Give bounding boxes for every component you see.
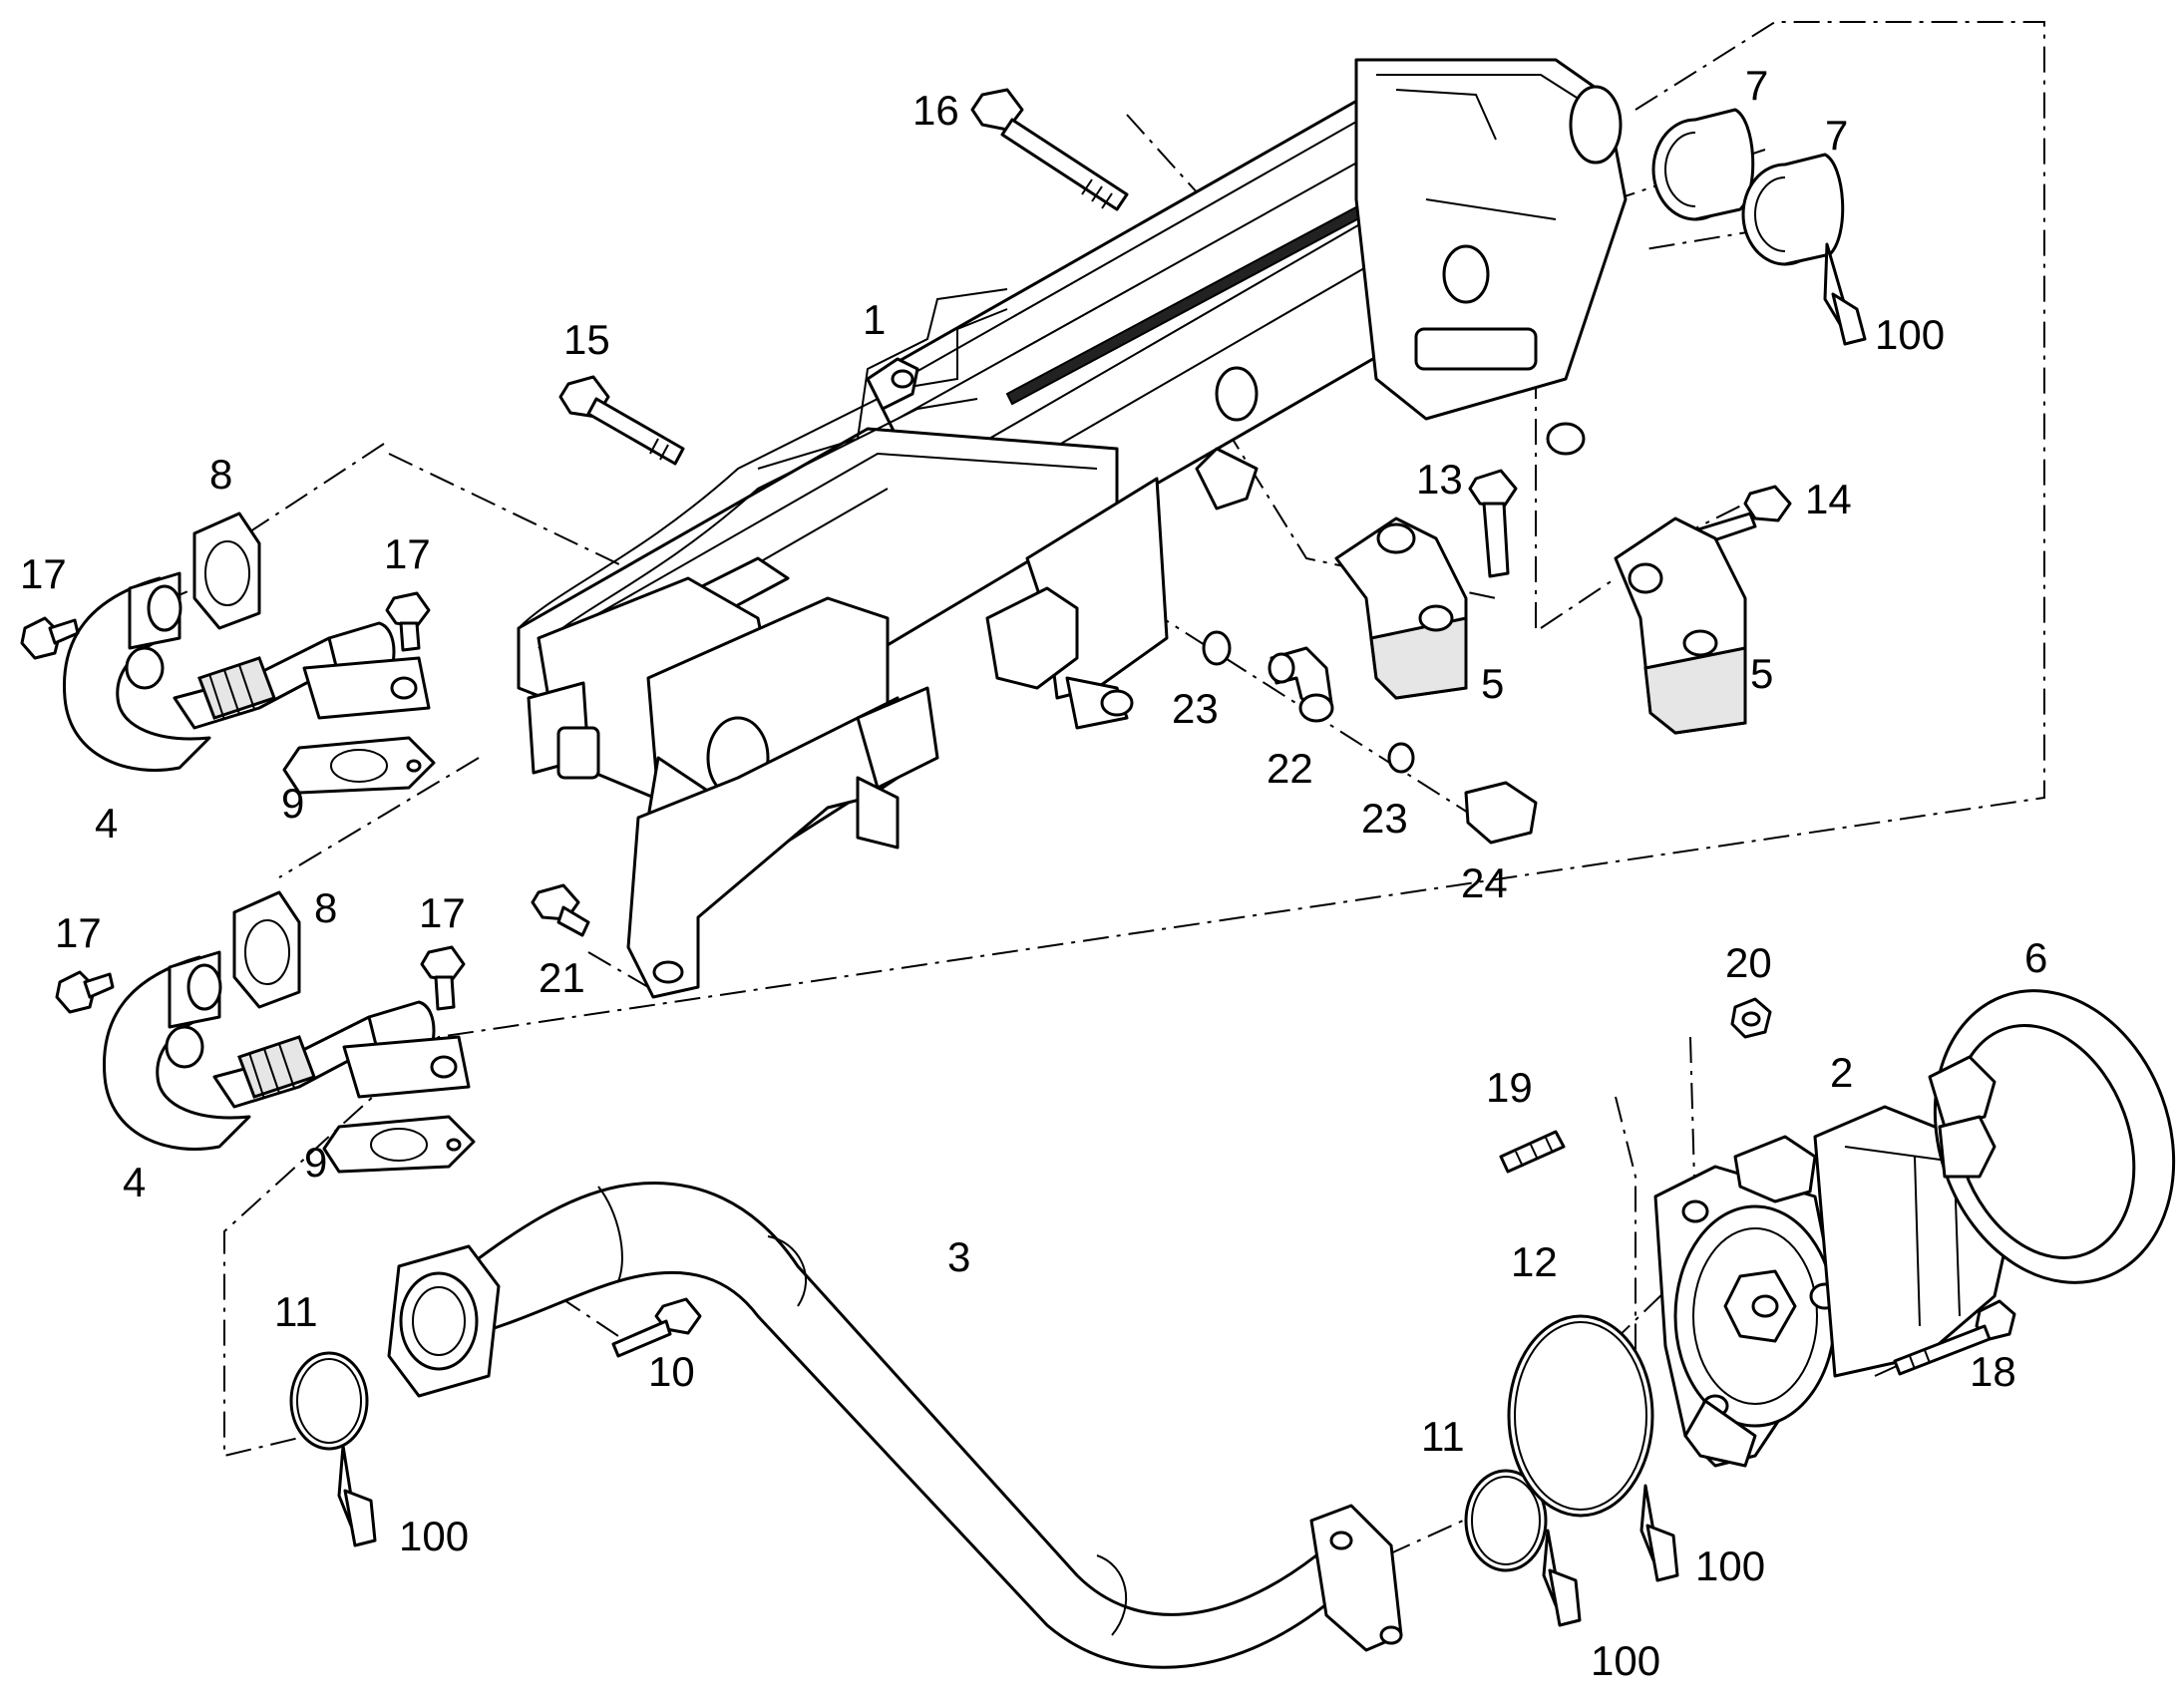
callout-17-top-left: 17 [20, 550, 67, 597]
callout-17-bottom-left: 17 [55, 909, 102, 956]
part-5-bracket-right [1614, 516, 1747, 735]
part-4-egr-pipe-bottom [102, 950, 471, 1151]
callout-100-right: 100 [1695, 1542, 1765, 1589]
part-13-bolt [1468, 469, 1518, 578]
callout-4-bottom: 4 [123, 1159, 146, 1205]
callout-20: 20 [1725, 939, 1772, 986]
callout-7-first: 7 [1745, 62, 1768, 109]
callout-100-left: 100 [399, 1513, 469, 1559]
callout-23-bottom: 23 [1361, 795, 1408, 842]
part-4-egr-pipe-top [62, 571, 431, 772]
callout-12: 12 [1511, 1238, 1558, 1285]
callout-19: 19 [1486, 1064, 1533, 1111]
callout-100-top: 100 [1875, 311, 1945, 358]
part-17-bolt-bottom-left [55, 970, 115, 1014]
part-9-gasket-bottom [322, 1115, 476, 1174]
part-21-bolt [531, 883, 590, 937]
callout-6: 6 [2024, 934, 2047, 981]
part-11-ring-left [289, 1351, 369, 1451]
callout-17-bottom-right: 17 [419, 889, 466, 936]
part-18-bolt [1893, 1299, 2016, 1376]
callout-9-top: 9 [281, 780, 304, 827]
part-17-bolt-top-left [20, 616, 80, 660]
callout-13: 13 [1416, 456, 1463, 503]
callout-10: 10 [648, 1348, 695, 1395]
callout-17-top-right: 17 [384, 530, 431, 577]
part-16-long-bolt [970, 88, 1129, 211]
part-11-ring-right [1464, 1469, 1548, 1572]
callout-16: 16 [912, 87, 959, 134]
part-1-egr-cooler-assembly [517, 58, 1628, 999]
callout-21: 21 [539, 954, 585, 1001]
callout-23-top: 23 [1172, 685, 1219, 732]
part-3-egr-pipe [387, 1182, 1403, 1669]
part-6-clamp [1928, 989, 2176, 1284]
part-12-o-ring [1507, 1314, 1654, 1518]
callout-9-bottom: 9 [304, 1139, 327, 1186]
callout-4-top: 4 [95, 800, 118, 847]
part-24-plug [1464, 781, 1538, 845]
part-8-gasket-top [192, 512, 261, 630]
callout-1: 1 [863, 296, 886, 343]
callout-14: 14 [1805, 476, 1852, 522]
callout-15: 15 [563, 316, 610, 363]
part-22-elbow-fitting [1268, 646, 1334, 723]
callout-11-right: 11 [1421, 1413, 1465, 1460]
part-17-bolt-top-right [385, 591, 431, 652]
callout-5-left: 5 [1481, 660, 1504, 707]
callout-100-middle: 100 [1591, 1637, 1660, 1684]
part-17-bolt-bottom-right [420, 945, 466, 1011]
callout-22: 22 [1267, 745, 1313, 792]
part-100-sealant-tube-top [1823, 242, 1867, 346]
part-19-stud [1499, 1130, 1566, 1174]
callout-18: 18 [1970, 1348, 2016, 1395]
callout-3: 3 [947, 1233, 970, 1280]
callout-11-left: 11 [274, 1288, 318, 1335]
part-20-nut [1730, 997, 1772, 1039]
part-100-sealant-tube-middle [1542, 1529, 1582, 1627]
part-7-seal-rings [1651, 108, 1845, 266]
part-23-washer-top [1202, 630, 1232, 666]
callout-2: 2 [1830, 1049, 1853, 1096]
part-100-sealant-tube-right [1639, 1484, 1679, 1582]
callout-7-second: 7 [1825, 112, 1848, 159]
callout-8-top: 8 [209, 451, 232, 498]
callouts: 1 2 3 4 4 5 5 6 7 7 8 8 9 9 10 11 11 12 … [20, 62, 2047, 1684]
callout-5-right: 5 [1750, 650, 1773, 697]
callout-8-bottom: 8 [314, 884, 337, 931]
callout-24: 24 [1461, 859, 1508, 906]
part-23-washer-bottom [1387, 742, 1415, 774]
part-15-bolt [558, 375, 685, 466]
part-9-gasket-top [282, 736, 436, 795]
part-8-gasket-bottom [232, 890, 301, 1009]
part-100-sealant-tube-left [337, 1444, 377, 1547]
part-5-bracket-left [1334, 516, 1468, 700]
part-10-bolt [611, 1297, 702, 1358]
